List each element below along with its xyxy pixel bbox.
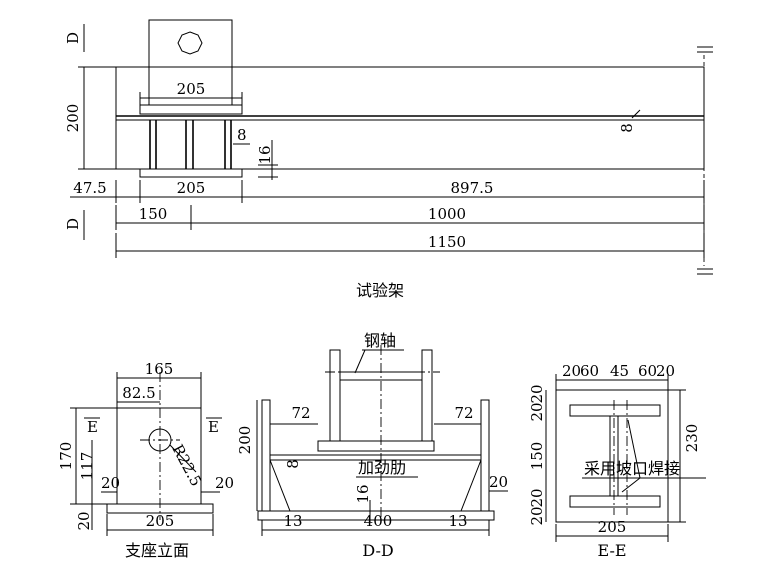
- dim-total-1150: 1150: [428, 233, 466, 251]
- title-support-elevation: 支座立面: [125, 541, 189, 560]
- dim-ee-bottom-205: 205: [598, 518, 627, 536]
- dim-ee-left-20c: 20: [528, 488, 546, 507]
- dim-flange-16: 16: [256, 145, 274, 164]
- dim-height-170: 170: [57, 442, 75, 471]
- dim-base-205: 205: [146, 512, 175, 530]
- dim-plate-width: 205: [177, 80, 206, 98]
- test-frame-drawing: D 205 200 8: [64, 19, 713, 300]
- dim-dd-13-right: 13: [448, 512, 467, 530]
- dim-ee-top-20a: 20: [562, 362, 581, 380]
- dim-ee-top-20b: 20: [656, 362, 675, 380]
- title-section-ee: E-E: [597, 541, 626, 560]
- section-mark-d-bottom: D: [64, 218, 82, 230]
- dim-dd-16: 16: [354, 484, 372, 503]
- dim-dd-72-right: 72: [454, 404, 473, 422]
- dim-span-1000: 1000: [428, 205, 466, 223]
- dim-ee-left-150: 150: [528, 442, 546, 471]
- dim-dd-8: 8: [284, 459, 302, 469]
- title-test-frame: 试验架: [356, 281, 404, 300]
- callout-steel-shaft: 钢轴: [364, 331, 396, 350]
- title-section-dd: D-D: [362, 541, 393, 560]
- dim-half-82-5: 82.5: [122, 384, 155, 402]
- shaft-hole: [177, 31, 203, 55]
- dim-ee-top-45: 45: [610, 362, 629, 380]
- dim-dd-20: 20: [489, 473, 508, 491]
- dim-20-left: 20: [101, 474, 120, 492]
- section-dd-drawing: 钢轴 加劲肋 200 72 72 8 16 20 13 400 13 D-D: [236, 331, 508, 560]
- dim-ee-top-60a: 60: [580, 362, 599, 380]
- dim-20-bottom: 20: [75, 511, 93, 530]
- dim-offset-150: 150: [139, 205, 168, 223]
- dim-ee-left-20d: 20: [528, 506, 546, 525]
- dim-ee-right-230: 230: [683, 424, 701, 453]
- dim-dd-400: 400: [364, 512, 393, 530]
- section-ee-drawing: 20 60 45 60 20 20 20 150 20 20 230 采用坡口焊…: [528, 362, 706, 560]
- dim-beam-web-8: 8: [618, 123, 636, 133]
- section-mark-e-left: E: [87, 418, 98, 436]
- dim-20-right: 20: [215, 474, 234, 492]
- dim-web-8: 8: [237, 126, 247, 144]
- dim-dd-13-left: 13: [283, 512, 302, 530]
- dim-dd-72-left: 72: [291, 404, 310, 422]
- dim-width-165: 165: [145, 360, 174, 378]
- section-mark-e-right: E: [208, 418, 219, 436]
- dim-ee-left-20a: 20: [528, 384, 546, 403]
- dim-height-200: 200: [64, 104, 82, 133]
- callout-stiffener: 加劲肋: [358, 458, 406, 477]
- dim-radius: R22.5: [168, 441, 205, 489]
- support-elevation-drawing: R22.5 165 82.5 E E 170 117 20 20 20 205: [57, 360, 234, 560]
- dim-ee-left-20b: 20: [528, 402, 546, 421]
- dim-117: 117: [78, 452, 96, 481]
- dim-ee-top-60b: 60: [638, 362, 657, 380]
- dim-base-width: 205: [177, 179, 206, 197]
- callout-groove-weld: 采用坡口焊接: [584, 459, 680, 478]
- dim-left-offset: 47.5: [73, 179, 106, 197]
- dim-span-right: 897.5: [451, 179, 494, 197]
- section-mark-d-top: D: [64, 32, 82, 44]
- dim-dd-200: 200: [236, 426, 254, 455]
